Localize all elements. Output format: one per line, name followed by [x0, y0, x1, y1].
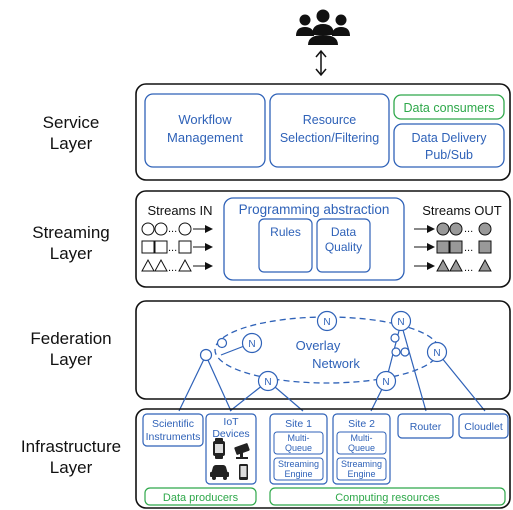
- overlay-network-line2: Network: [312, 356, 360, 371]
- site2-multiqueue-line2: Queue: [348, 443, 375, 453]
- overlay-node: N: [375, 370, 397, 392]
- service-layer-title-line1: Service: [43, 113, 100, 132]
- car-icon: [210, 465, 229, 480]
- rules-label: Rules: [270, 225, 301, 239]
- computing-resources-label: Computing resources: [335, 492, 440, 504]
- site1-multiqueue-line1: Multi-: [288, 433, 310, 443]
- bidirectional-arrow-icon: [315, 49, 327, 77]
- overlay-node: N: [316, 310, 338, 332]
- federation-layer-title-line2: Layer: [50, 350, 93, 369]
- site2-engine-line2: Engine: [347, 469, 375, 479]
- overlay-node: N: [426, 341, 448, 363]
- site2-label: Site 2: [348, 418, 375, 430]
- overlay-node: N: [390, 310, 412, 332]
- ellipsis-out-2: ...: [464, 242, 473, 254]
- workflow-management-line1: Workflow: [178, 112, 232, 127]
- data-quality-line2: Quality: [325, 240, 362, 254]
- iot-devices-line2: Devices: [212, 428, 249, 440]
- data-quality-box: [316, 218, 371, 273]
- infrastructure-layer-title-line2: Layer: [50, 458, 93, 477]
- data-delivery-line1: Data Delivery: [411, 131, 487, 145]
- streams-in-label: Streams IN: [147, 203, 212, 218]
- streams-out-circles: ...: [414, 222, 492, 236]
- streaming-layer-box: [135, 190, 511, 288]
- data-quality-line1: Data: [331, 225, 357, 239]
- data-delivery-line2: Pub/Sub: [425, 148, 473, 162]
- watch-icon: [213, 438, 225, 459]
- workflow-management-line2: Management: [167, 130, 243, 145]
- data-consumers-label: Data consumers: [403, 101, 494, 115]
- site1-engine-box: [273, 457, 324, 481]
- programming-abstraction-label: Programming abstraction: [239, 202, 390, 217]
- site2-multiqueue-line1: Multi-: [351, 433, 373, 443]
- streams-in-squares: ...: [141, 240, 213, 254]
- resource-selection-line2: Selection/Filtering: [280, 131, 379, 145]
- streams-out-squares: ...: [414, 240, 492, 254]
- site2-multiqueue-box: [336, 431, 387, 455]
- site1-engine-line1: Streaming: [278, 459, 319, 469]
- federation-layer-title-line1: Federation: [30, 329, 111, 348]
- data-consumers-box: [393, 94, 505, 120]
- junction-node: [199, 348, 213, 362]
- ellipsis-in-1: ...: [168, 223, 177, 235]
- ellipsis-out-3: ...: [464, 262, 473, 274]
- federation-layer-box: [135, 300, 511, 400]
- programming-abstraction-box: [223, 197, 405, 281]
- streams-out-label: Streams OUT: [422, 203, 502, 218]
- site1-engine-line2: Engine: [284, 469, 312, 479]
- site1-multiqueue-box: [273, 431, 324, 455]
- camera-icon: [234, 443, 250, 459]
- streams-out-triangles: ...: [414, 258, 492, 274]
- data-producers-box: [144, 487, 257, 506]
- rules-box: [258, 218, 313, 273]
- overlay-node-label: N: [433, 348, 440, 359]
- site2-engine-line1: Streaming: [341, 459, 382, 469]
- scientific-instruments-box: [142, 413, 204, 447]
- scientific-instruments-line2: Instruments: [146, 431, 201, 443]
- data-delivery-box: [393, 123, 505, 168]
- scientific-instruments-line1: Scientific: [152, 418, 194, 430]
- router-label: Router: [410, 421, 442, 433]
- overlay-network-line1: Overlay: [296, 338, 341, 353]
- overlay-node-label: N: [323, 317, 330, 328]
- cloudlet-box: [458, 413, 509, 439]
- junction-node: [390, 333, 400, 343]
- users-icon: [296, 9, 350, 45]
- data-producers-label: Data producers: [163, 492, 239, 504]
- site1-multiqueue-line2: Queue: [285, 443, 312, 453]
- computing-resources-box: [269, 487, 506, 506]
- ellipsis-in-2: ...: [168, 242, 177, 254]
- overlay-node-label: N: [382, 377, 389, 388]
- ellipsis-in-3: ...: [168, 262, 177, 274]
- junction-node: [391, 347, 401, 357]
- overlay-node-label: N: [397, 317, 404, 328]
- workflow-management-box: [144, 93, 266, 168]
- infrastructure-layer-title-line1: Infrastructure: [21, 437, 121, 456]
- streaming-layer-title-line1: Streaming: [32, 223, 109, 242]
- phone-icon: [239, 464, 248, 480]
- site1-label: Site 1: [285, 418, 312, 430]
- cloudlet-label: Cloudlet: [464, 421, 503, 433]
- streams-in-circles: ...: [141, 222, 213, 236]
- ellipsis-out-1: ...: [464, 223, 473, 235]
- junction-node: [400, 347, 410, 357]
- site2-engine-box: [336, 457, 387, 481]
- overlay-node-label: N: [248, 339, 255, 350]
- iot-devices-line1: IoT: [223, 416, 239, 428]
- resource-selection-line1: Resource: [303, 113, 357, 127]
- junction-node: [216, 337, 228, 349]
- streaming-layer-title-line2: Layer: [50, 244, 93, 263]
- overlay-node-label: N: [264, 377, 271, 388]
- overlay-node: N: [241, 332, 263, 354]
- service-layer-box: [135, 83, 511, 181]
- router-box: [397, 413, 454, 439]
- resource-selection-box: [269, 93, 390, 168]
- infrastructure-layer-box: [135, 408, 511, 509]
- overlay-node: N: [257, 370, 279, 392]
- service-layer-title-line2: Layer: [50, 134, 93, 153]
- streams-in-triangles: ...: [141, 258, 213, 274]
